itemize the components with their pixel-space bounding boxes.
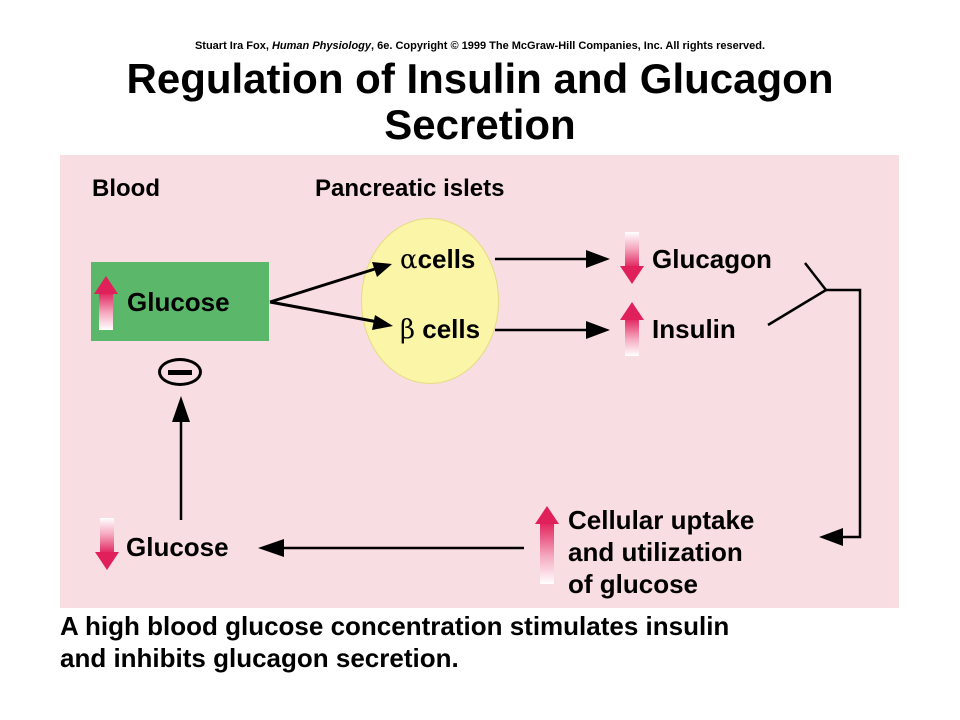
label-glucagon: Glucagon [652, 244, 772, 274]
arrow-glucose-to-beta [269, 300, 393, 330]
down-arrow-glucagon [620, 232, 644, 284]
uptake-line-3: of glucose [568, 569, 699, 599]
caption-line-1: A high blood glucose concentration stimu… [60, 611, 730, 641]
arrow-uptake-to-glucose [258, 539, 524, 557]
arrow-beta-to-insulin [495, 321, 610, 339]
pancreatic-islet-circle [361, 218, 499, 384]
alpha-symbol: α [400, 245, 418, 275]
up-arrow-insulin [620, 302, 644, 356]
beta-cells-text: cells [422, 314, 481, 344]
arrow-glucose-to-alpha [269, 262, 392, 304]
title-line-2: Secretion [384, 101, 576, 148]
caption-line-2: and inhibits glucagon secretion. [60, 643, 459, 673]
uptake-line-1: Cellular uptake [568, 505, 755, 535]
diagram-panel [60, 155, 899, 608]
copyright-author: Stuart Ira Fox, [194, 40, 269, 52]
glucose-high-box [91, 262, 269, 341]
feedback-bracket [767, 262, 862, 539]
copyright-book: Human Physiology [271, 40, 372, 52]
figure-caption: A high blood glucose concentration stimu… [60, 610, 729, 674]
heading-pancreatic-islets: Pancreatic islets [315, 175, 505, 202]
label-insulin: Insulin [652, 314, 736, 344]
heading-blood: Blood [92, 175, 160, 202]
arrow-alpha-to-glucagon [495, 250, 610, 268]
slide-title: Regulation of Insulin and Glucagon Secre… [0, 56, 960, 148]
up-arrow-glucose-high [94, 276, 118, 330]
down-arrow-glucose-low [95, 518, 119, 570]
arrow-glucose-to-inhibition [172, 396, 190, 520]
uptake-line-2: and utilization [568, 537, 743, 567]
title-line-1: Regulation of Insulin and Glucagon [126, 55, 834, 102]
label-glucose-low: Glucose [126, 532, 229, 562]
label-alpha-cells: αcells [400, 244, 475, 275]
alpha-cells-text: cells [417, 244, 476, 274]
inhibition-minus-icon [158, 358, 202, 386]
beta-symbol: β [400, 315, 416, 345]
label-beta-cells: β cells [400, 314, 480, 345]
copyright-rest: , 6e. Copyright © 1999 The McGraw-Hill C… [371, 40, 766, 52]
copyright-notice: Stuart Ira Fox, Human Physiology, 6e. Co… [0, 40, 960, 52]
label-glucose-high: Glucose [127, 287, 230, 317]
up-arrow-cellular-uptake [535, 506, 559, 584]
label-cellular-uptake: Cellular uptake and utilization of gluco… [568, 504, 754, 600]
arrow-to-cellular-uptake [819, 528, 843, 546]
